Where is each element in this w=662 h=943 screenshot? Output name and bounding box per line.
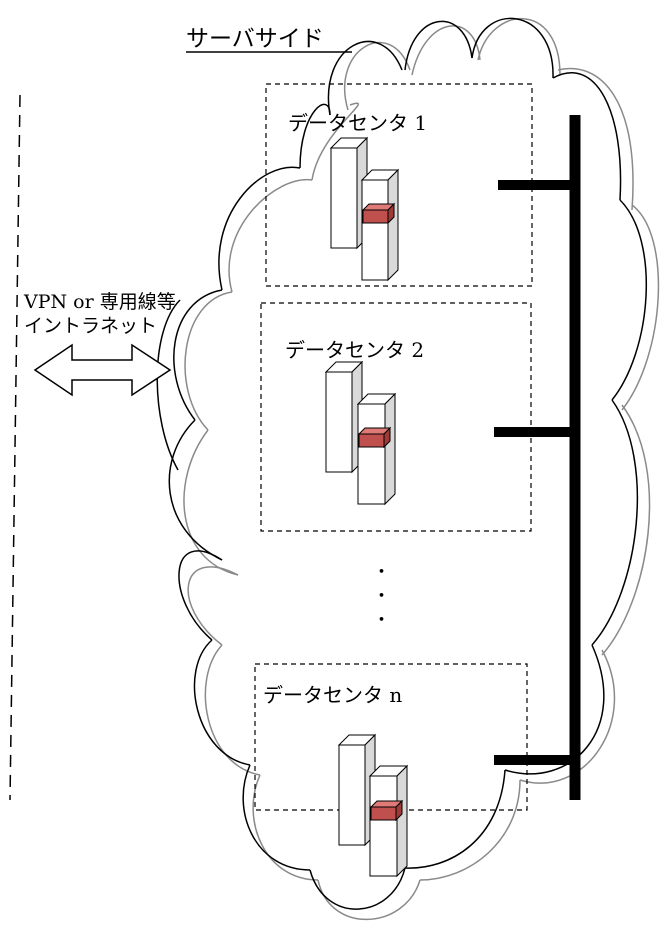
module-n — [371, 801, 402, 820]
data-center-1: データセンタ 1 — [266, 84, 532, 286]
server-rack-2b — [358, 394, 395, 504]
module-1 — [363, 204, 394, 223]
module-2 — [359, 428, 390, 447]
server-rack-1b — [362, 170, 398, 280]
client-label-line2: イントラネット — [24, 315, 157, 337]
data-center-2-label: データセンタ 2 — [285, 338, 424, 362]
server-rack-2a — [326, 362, 362, 472]
ellipsis-dots: ・・・ — [370, 562, 391, 634]
data-center-1-label: データセンタ 1 — [288, 111, 427, 135]
client-label-line1: VPN or 専用線等 — [23, 291, 176, 313]
connection-arrow — [35, 345, 170, 395]
data-center-n-label: データセンタ n — [263, 683, 402, 707]
data-center-n: データセンタ n — [255, 664, 527, 876]
server-side-title: サーバサイド — [186, 26, 324, 52]
server-rack-nb — [370, 766, 407, 876]
data-center-2: データセンタ 2 — [261, 303, 531, 531]
client-boundary-line — [10, 95, 20, 800]
